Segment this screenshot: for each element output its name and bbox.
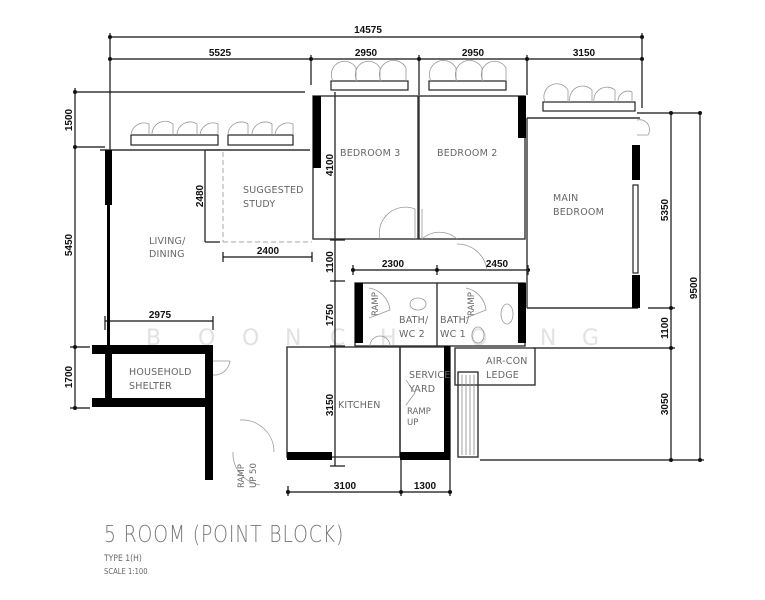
label-main-bedroom-1: MAIN <box>553 193 578 204</box>
watermark-letter: O <box>242 326 259 351</box>
label-aircon-1: AIR-CON <box>486 356 528 367</box>
label-service-1: SERVICE <box>409 370 450 381</box>
label-ramp-50-1: RAMP <box>237 464 247 488</box>
label-living-2: DINING <box>149 249 185 260</box>
room-labels: BEDROOM 3 BEDROOM 2 MAIN BEDROOM SUGGEST… <box>129 148 604 488</box>
watermark-letter: C <box>330 326 345 351</box>
watermark-letter: O <box>198 326 215 351</box>
label-ramp-2: UP <box>407 418 418 428</box>
dim-bottom-1: 3100 <box>334 481 357 492</box>
plan-type: TYPE 1(H) <box>104 554 142 564</box>
dim-left-2: 5450 <box>64 233 75 256</box>
label-living-1: LIVING/ <box>149 236 186 247</box>
dimension-ticks <box>73 35 702 494</box>
dim-right-total: 9500 <box>689 276 700 299</box>
label-ramp-bath1: RAMP <box>467 292 477 316</box>
dim-corridor-h: 1100 <box>325 251 336 273</box>
label-bath2-1: BATH/ <box>399 315 429 326</box>
label-ramp-bath2: RAMP <box>371 292 381 316</box>
label-shelter-1: HOUSEHOLD <box>129 367 192 378</box>
watermark-letter: H <box>380 326 397 351</box>
window-swings <box>130 60 650 486</box>
label-service-2: YARD <box>408 384 435 395</box>
dim-top-2: 2950 <box>355 48 378 59</box>
dim-living-w: 2975 <box>149 310 172 321</box>
label-ramp-1: RAMP <box>407 407 431 417</box>
label-shelter-2: SHELTER <box>129 381 172 392</box>
dim-top-1: 5525 <box>209 48 232 59</box>
label-bedroom-2: BEDROOM 2 <box>437 148 497 159</box>
dim-right-2: 1100 <box>660 317 671 339</box>
watermark-letter: B <box>146 326 161 351</box>
dim-kitchen-h: 3150 <box>325 393 336 416</box>
plan-title: 5 ROOM (POINT BLOCK) <box>104 522 345 548</box>
watermark-letter: N <box>285 326 301 351</box>
study-dashed-outline <box>222 152 312 243</box>
windows <box>130 80 639 274</box>
label-aircon-2: LEDGE <box>486 370 519 381</box>
label-study-2: STUDY <box>243 199 275 210</box>
watermark: B O O N C H O N G <box>146 326 599 351</box>
label-bath2-2: WC 2 <box>399 329 425 340</box>
dim-bath2-w: 2300 <box>382 259 405 270</box>
label-study-1: SUGGESTED <box>243 185 304 196</box>
watermark-letter: O <box>470 326 487 351</box>
dimension-labels: 14575 5525 2950 2950 3150 1500 5450 1700… <box>64 25 700 492</box>
structural-walls <box>92 96 640 480</box>
dim-left-3: 1700 <box>64 365 75 388</box>
dim-top-3: 2950 <box>462 48 485 59</box>
dim-bottom-2: 1300 <box>414 481 437 492</box>
label-bath1-2: WC 1 <box>440 329 466 340</box>
dim-study-h: 2480 <box>195 184 206 207</box>
plan-scale: SCALE 1:100 <box>104 567 148 576</box>
dim-right-1: 5350 <box>660 198 671 221</box>
dim-bath1-w: 2450 <box>486 259 509 270</box>
ac-ledge-slats <box>461 375 475 455</box>
dim-bath-h: 1750 <box>325 303 336 326</box>
label-main-bedroom-2: BEDROOM <box>553 207 604 218</box>
dim-study-w: 2400 <box>257 246 280 257</box>
dimension-lines <box>70 33 704 496</box>
dim-overall: 14575 <box>354 25 382 36</box>
watermark-letter: N <box>540 326 556 351</box>
label-bath1-1: BATH/ <box>440 315 470 326</box>
watermark-letter: G <box>582 326 599 351</box>
label-ramp-50-2: UP 50 <box>249 463 259 488</box>
dim-left-1: 1500 <box>64 108 75 131</box>
dim-top-4: 3150 <box>573 48 596 59</box>
label-bedroom-3: BEDROOM 3 <box>340 148 400 159</box>
label-kitchen: KITCHEN <box>338 400 381 411</box>
dim-bed3-h: 4100 <box>325 153 336 176</box>
dim-right-3: 3050 <box>660 392 671 415</box>
